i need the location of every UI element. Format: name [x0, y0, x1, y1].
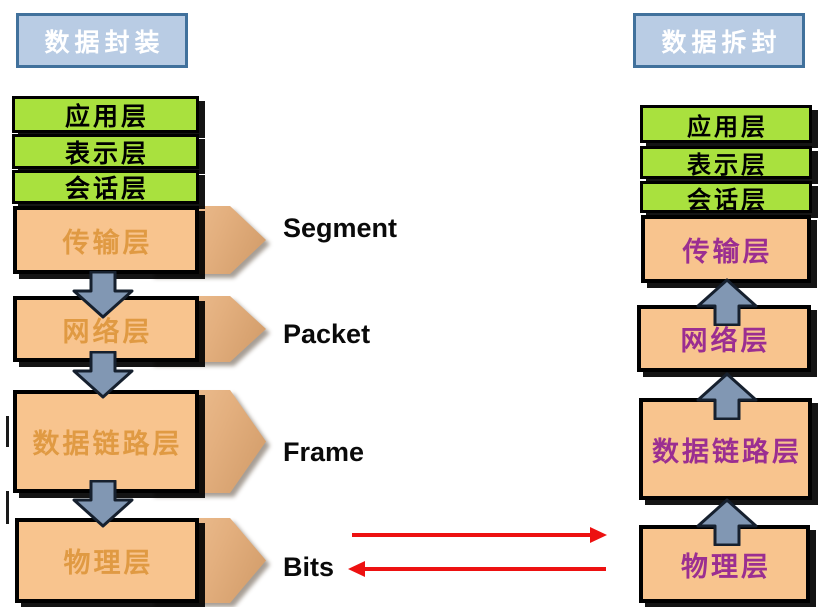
left-layer-physical: 物理层 [15, 518, 199, 603]
left-title-label: 数据封装 [44, 28, 165, 57]
down-arrow-icon [72, 271, 134, 319]
pdu-label-segment: Segment [283, 213, 398, 243]
edge-mark [6, 416, 9, 447]
pdu-label-bits: Bits [283, 552, 335, 582]
red-arrow-left-line [364, 567, 606, 571]
up-arrow-icon [696, 278, 758, 326]
left-layer-session: 会话层 [12, 170, 199, 204]
red-arrow-right-line [352, 533, 592, 537]
right-layer-application: 应用层 [640, 105, 812, 143]
left-layer-presentation: 表示层 [12, 134, 199, 169]
up-arrow-icon [696, 498, 758, 546]
left-layer-transport: 传输层 [13, 206, 199, 274]
right-layer-presentation: 表示层 [640, 146, 812, 179]
right-layer-datalink: 数据链路层 [639, 398, 812, 500]
right-title-box: 数据拆封 [633, 13, 805, 68]
pdu-label-packet: Packet [283, 319, 371, 349]
left-layer-application: 应用层 [12, 96, 199, 133]
right-layer-session: 会话层 [640, 181, 812, 214]
red-arrow-left-icon [348, 561, 365, 577]
right-layer-transport: 传输层 [641, 215, 811, 283]
right-title-label: 数据拆封 [661, 28, 782, 57]
edge-mark [6, 491, 9, 524]
down-arrow-icon [72, 351, 134, 399]
left-title-box: 数据封装 [16, 13, 188, 68]
pdu-label-frame: Frame [283, 437, 365, 467]
red-arrow-right-icon [590, 527, 607, 543]
left-layer-datalink: 数据链路层 [13, 390, 199, 493]
up-arrow-icon [696, 372, 758, 420]
down-arrow-icon [72, 480, 134, 528]
